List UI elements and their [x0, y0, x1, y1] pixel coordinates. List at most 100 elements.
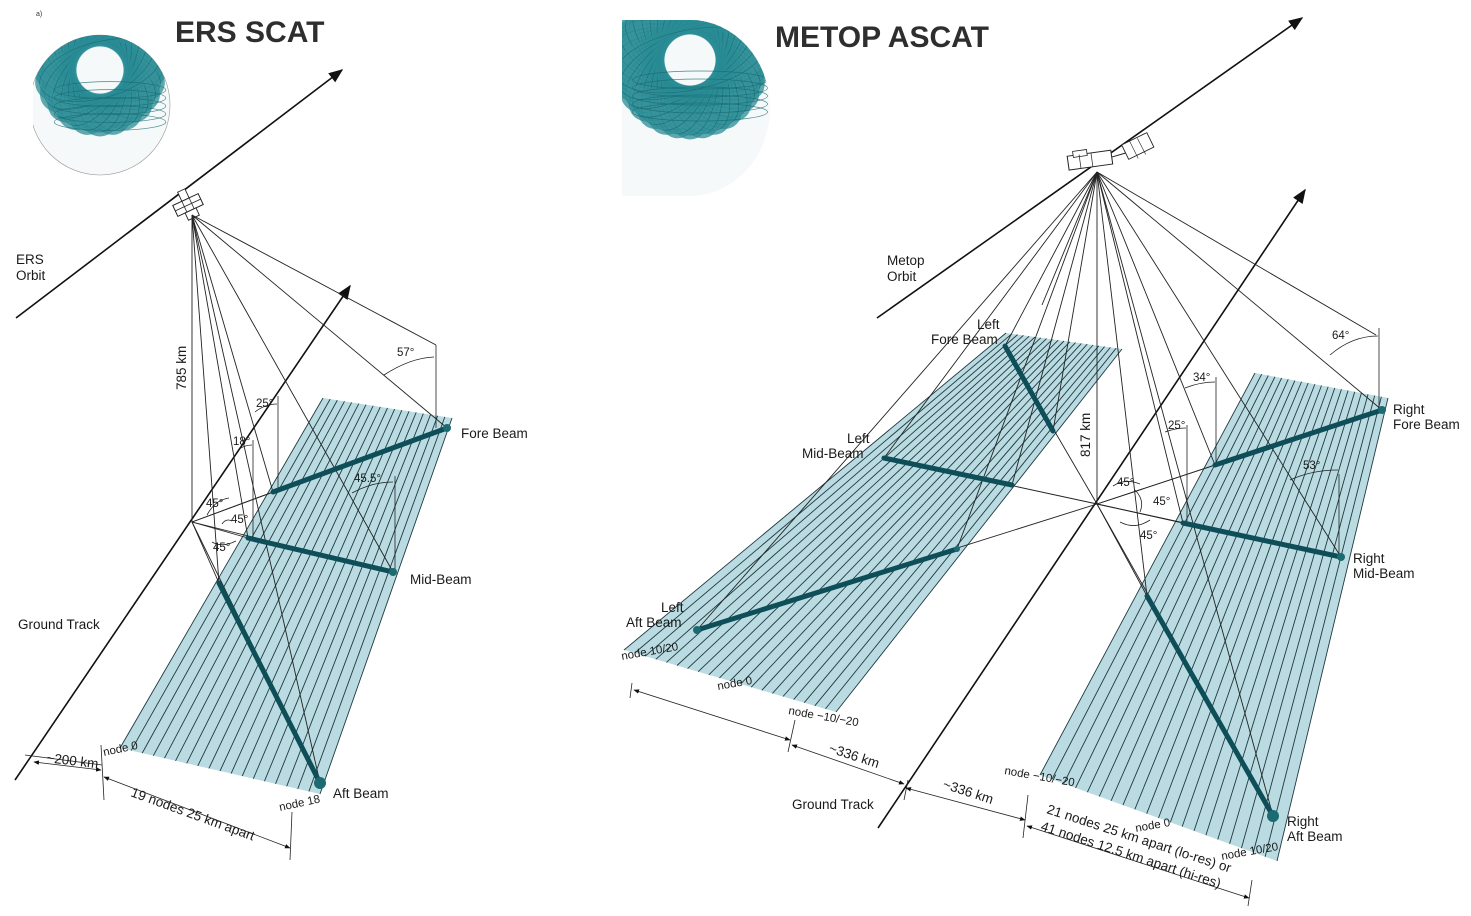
ers-node-line	[241, 410, 403, 777]
ers-mid-beam-label: Mid-Beam	[410, 572, 472, 587]
metop-left-mid-label-1: Left	[847, 431, 870, 446]
metop-title: METOP ASCAT	[775, 21, 989, 54]
ers-node-first-label: node 0	[102, 740, 139, 759]
metop-left-node-line	[793, 345, 1100, 700]
metop-ground-track-label: Ground Track	[792, 797, 874, 812]
ers-node-line	[152, 401, 345, 756]
metop-left-node-line	[825, 347, 1117, 710]
metop-left-aft-beam	[694, 546, 960, 633]
ers-aft-beam-label: Aft Beam	[333, 786, 389, 801]
ers-aft-incidence-angle: 18°	[233, 436, 250, 448]
metop-right-node-line	[1146, 384, 1316, 814]
ers-title: ERS SCAT	[175, 16, 324, 49]
ers-mid-beam	[245, 535, 396, 575]
metop-left-node-line	[676, 336, 1036, 666]
metop-gap-label: ~336 km	[941, 777, 995, 807]
metop-right-node-line	[1217, 391, 1356, 840]
ers-orbit-label-1: ERS	[16, 252, 44, 267]
ers-node-lines	[119, 397, 453, 795]
metop-ground-track	[877, 188, 1306, 829]
metop-right-node-line	[1276, 397, 1389, 862]
ers-fore-offset-angle: 45.5°	[354, 473, 381, 485]
ers-beam-rays	[191, 214, 448, 784]
metop-left-node-line	[782, 344, 1094, 697]
ers-swath	[120, 398, 452, 794]
metop-right-node-line	[1063, 375, 1269, 784]
ers-panel: ERS SCAT a) ERS Orbit Ground Track	[14, 10, 528, 861]
ers-node-line	[275, 413, 424, 784]
metop-right-node-line	[1086, 377, 1283, 793]
ers-node-line	[208, 406, 381, 769]
metop-left-aft-label-2: Aft Beam	[626, 615, 682, 630]
ers-fore-beam	[270, 425, 450, 495]
metop-right-fore-beam	[1212, 407, 1385, 468]
ers-node-line	[141, 400, 338, 754]
metop-left-swath	[624, 333, 1122, 712]
metop-left-mid-beam	[881, 455, 1015, 488]
metop-left-node-line	[697, 338, 1047, 673]
metop-right-node-line	[1229, 392, 1362, 844]
ers-az-mid-angle: 45°	[231, 514, 248, 526]
metop-right-aft-beam	[1144, 593, 1276, 819]
metop-satellite-icon	[1066, 132, 1155, 171]
metop-fore-incidence-angle: 64°	[1332, 330, 1349, 342]
metop-right-node-line	[1169, 386, 1329, 823]
metop-right-mid-beam	[1180, 520, 1344, 560]
metop-right-node-line	[1205, 390, 1349, 836]
metop-right-swath	[1040, 373, 1388, 861]
ers-aft-beam	[216, 580, 323, 786]
metop-left-node-line	[644, 334, 1018, 657]
ers-node-line	[119, 397, 324, 749]
ers-track-distance-label: ~200 km	[46, 750, 100, 771]
metop-right-mid-label-1: Right	[1353, 551, 1385, 566]
metop-right-node-line	[1039, 372, 1256, 776]
metop-right-aft-label-1: Right	[1287, 814, 1319, 829]
ers-node-line	[219, 407, 388, 772]
metop-coverage-globe	[622, 20, 770, 196]
metop-left-node-line	[719, 339, 1059, 679]
ers-node-last-label: node 18	[278, 794, 321, 814]
ers-node-line	[164, 402, 353, 759]
metop-right-node-line	[1252, 395, 1376, 853]
ers-fore-beam-label: Fore Beam	[461, 426, 528, 441]
metop-right-fore-label-2: Fore Beam	[1393, 417, 1460, 432]
metop-left-aft-label-1: Left	[661, 600, 684, 615]
ers-fore-incidence-angle: 57°	[397, 347, 414, 359]
ers-node-line	[297, 415, 439, 790]
metop-left-node-line	[729, 340, 1065, 682]
ers-ground-track-label: Ground Track	[18, 617, 100, 632]
metop-right-node-line	[1158, 385, 1322, 819]
ers-node-line	[319, 417, 453, 795]
ers-node-line	[286, 414, 431, 787]
metop-left-node-line	[623, 332, 1007, 651]
metop-swath-dimensions	[629, 682, 1253, 907]
metop-az-fore-angle: 45°	[1117, 477, 1134, 489]
metop-left-node-line	[814, 347, 1111, 707]
ers-az-fore-angle: 45°	[206, 498, 223, 510]
metop-right-node-line	[1264, 396, 1382, 857]
metop-right-node-line	[1241, 394, 1369, 849]
ers-node-line	[130, 398, 331, 751]
metop-right-node-line	[1134, 382, 1309, 810]
metop-left-node-line	[750, 342, 1076, 688]
ers-mid-incidence-angle: 25°	[256, 398, 273, 410]
metop-mid-incidence-angle: 34°	[1193, 372, 1210, 384]
metop-right-fore-label-1: Right	[1393, 402, 1425, 417]
metop-right-node-line	[1075, 376, 1276, 789]
metop-right-mid-label-2: Mid-Beam	[1353, 566, 1415, 581]
ers-altitude-label: 785 km	[174, 346, 189, 390]
metop-left-mid-label-2: Mid-Beam	[802, 446, 864, 461]
metop-panel: METOP ASCAT Metop Orbit Ground Track	[620, 17, 1460, 907]
ers-node-line	[186, 404, 367, 764]
ers-ground-track	[14, 284, 351, 781]
ers-az-aft-angle: 45°	[213, 542, 230, 554]
metop-left-node-line	[835, 348, 1123, 713]
ers-node-line	[175, 403, 360, 761]
metop-right-node-line	[1181, 387, 1336, 827]
metop-orbit-label-2: Orbit	[887, 269, 917, 284]
metop-right-aft-label-2: Aft Beam	[1287, 829, 1343, 844]
metop-left-node-line	[761, 343, 1082, 691]
ers-node-line	[252, 411, 410, 779]
